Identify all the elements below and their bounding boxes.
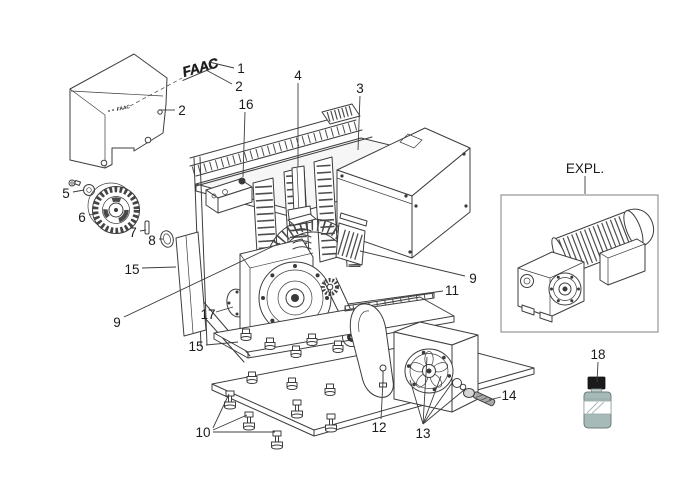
gear-part-6 — [87, 182, 140, 234]
logo-text: FAAC — [180, 54, 220, 80]
cover-screw — [157, 109, 163, 115]
leader-line-10-1 — [212, 393, 230, 429]
bottle-cap — [587, 376, 606, 390]
leader-line-16 — [242, 111, 246, 178]
leader-line-7 — [139, 229, 147, 232]
cover-screw — [100, 159, 108, 167]
leader-line-5 — [72, 189, 85, 193]
leader-line-13-3 — [422, 375, 442, 425]
expl-gearbox — [517, 251, 585, 323]
callout-label-16: 16 — [238, 97, 253, 112]
expl-panel — [500, 194, 659, 333]
callout-label-12: 12 — [371, 420, 386, 435]
leader-line-6 — [88, 212, 98, 216]
spring-coil — [292, 228, 312, 250]
callout-label-8: 8 — [148, 233, 156, 248]
callout-label-14: 14 — [501, 388, 517, 403]
leader-line-18 — [596, 361, 599, 383]
callout-label-expl: EXPL. — [566, 161, 604, 176]
leader-line-13-4 — [422, 382, 453, 425]
leader-line-17 — [215, 306, 234, 313]
leader-line-12 — [380, 380, 384, 420]
leader-line-11 — [347, 290, 444, 305]
callout-label-18: 18 — [590, 347, 605, 362]
bottle-label — [583, 400, 612, 415]
oring-part-8 — [160, 230, 174, 248]
leader-line-15-upper — [141, 266, 177, 269]
callout-label-9-left: 9 — [113, 315, 121, 330]
leader-line-10-2 — [212, 414, 248, 431]
shaft-bolt — [459, 383, 467, 391]
callout-label-5: 5 — [62, 186, 70, 201]
callout-label-9-right: 9 — [469, 271, 477, 286]
enclosure-notch — [399, 133, 423, 149]
left-channel-15 — [175, 231, 207, 337]
callout-label-6: 6 — [78, 210, 86, 225]
bolt-part-5 — [68, 179, 82, 187]
leader-line-3 — [357, 95, 361, 151]
vent-grille — [321, 103, 361, 125]
callout-label-1: 1 — [237, 61, 245, 76]
callout-label-2-logo: 2 — [235, 79, 243, 94]
alignment-dashed-line — [129, 77, 183, 107]
cover-screw — [144, 136, 152, 144]
washer-part-5 — [83, 184, 95, 196]
key-part-14 — [472, 391, 496, 407]
callout-label-3: 3 — [356, 81, 364, 96]
leader-line-14 — [488, 396, 502, 401]
callout-label-10: 10 — [195, 425, 210, 440]
enclosure-part-3 — [336, 127, 471, 259]
release-knob — [238, 177, 246, 185]
rack-bar — [344, 292, 435, 312]
leader-line-9-right — [359, 250, 466, 277]
callout-label-7: 7 — [129, 225, 137, 240]
pin-part-7 — [144, 220, 150, 235]
output-assembly — [349, 303, 496, 413]
fasteners-group — [68, 179, 174, 248]
leader-line-13-5 — [422, 389, 465, 425]
callout-label-17: 17 — [200, 307, 215, 322]
callout-label-11: 11 — [445, 283, 459, 298]
expl-terminal-box — [599, 238, 646, 286]
leader-line-1 — [208, 61, 235, 69]
callout-label-13: 13 — [415, 426, 430, 441]
shaft-stub — [452, 378, 462, 388]
leader-line-13-2 — [422, 356, 428, 425]
callout-label-15-lower: 15 — [188, 339, 203, 354]
cover-logo-print: FAAC — [116, 104, 131, 113]
callout-label-2-cover: 2 — [178, 103, 186, 118]
oil-bottle-18 — [583, 376, 612, 429]
capacitor-part-9 — [335, 212, 368, 266]
motor-base-plate-15 — [213, 296, 455, 359]
expl-gearmotor — [517, 208, 655, 323]
cover-part-2: FAAC — [69, 53, 183, 169]
leader-line-13-1 — [409, 379, 424, 425]
pcb-module-16 — [205, 177, 253, 214]
callout-label-4: 4 — [294, 68, 302, 83]
output-wheel-13 — [404, 348, 454, 394]
leader-line-9-left — [123, 242, 281, 318]
leader-line-2-logo — [205, 69, 233, 85]
callout-label-15-upper: 15 — [124, 262, 139, 277]
leader-line-15-lower — [205, 341, 239, 346]
faac-logo-part: FAAC — [180, 54, 221, 81]
